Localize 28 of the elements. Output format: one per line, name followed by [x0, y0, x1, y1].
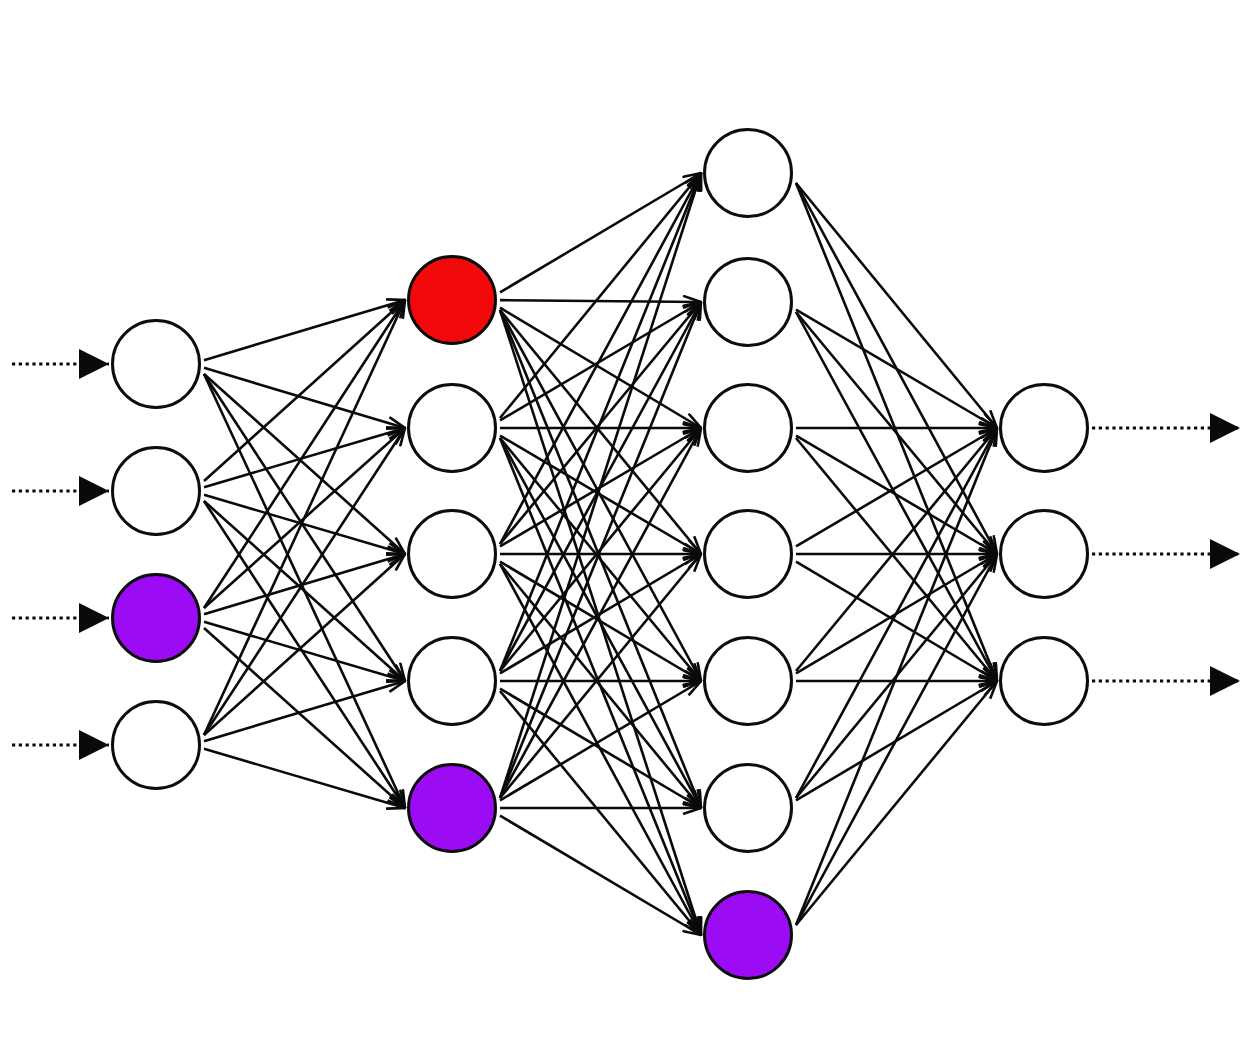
arrow [795, 308, 999, 430]
arrow [12, 603, 109, 633]
arrow [500, 673, 703, 689]
arrow [500, 420, 703, 436]
arrow [203, 620, 407, 683]
arrow [1092, 666, 1240, 696]
arrow [795, 182, 999, 430]
arrow [202, 426, 407, 736]
arrow [203, 366, 407, 430]
arrow [499, 171, 703, 419]
arrow [1092, 539, 1240, 569]
arrow [12, 349, 109, 379]
arrow [12, 476, 109, 506]
arrow [500, 294, 703, 310]
arrow [203, 298, 407, 482]
arrow [203, 373, 407, 556]
arrow [203, 552, 407, 736]
arrow [500, 800, 703, 816]
arrow [499, 690, 703, 937]
arrow [794, 552, 999, 926]
arrow [12, 730, 109, 760]
arrow [795, 679, 999, 926]
arrow [1092, 413, 1240, 443]
arrow [499, 814, 703, 937]
arrow [203, 679, 407, 743]
arrow [203, 747, 407, 810]
arrow [203, 493, 407, 556]
arrow [203, 627, 407, 810]
